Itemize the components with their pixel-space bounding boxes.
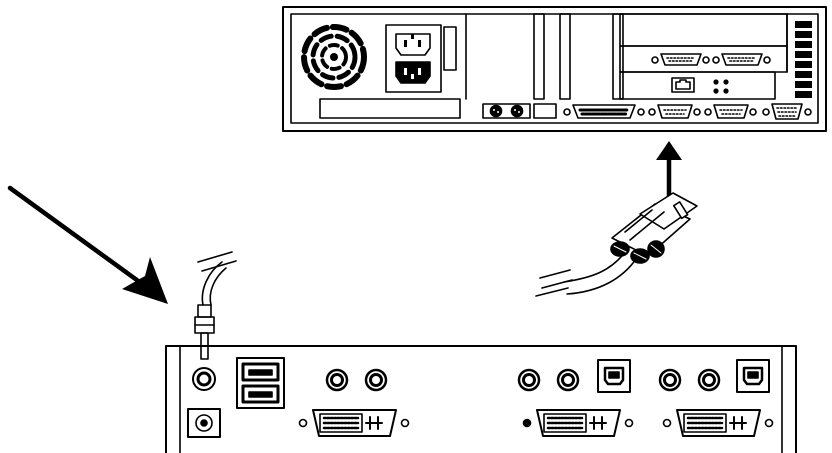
dvi-port-icon — [298, 409, 410, 437]
usb-b-port-icon — [597, 359, 631, 393]
power-outlet-icon — [395, 61, 431, 84]
thumbscrew-icon — [610, 240, 665, 264]
fan-icon — [301, 24, 367, 90]
power-inlet-icon — [395, 33, 431, 56]
parallel-port-icon — [563, 104, 645, 119]
ethernet-port-icon — [671, 77, 729, 94]
up-arrow — [656, 141, 682, 200]
vga-port-icon — [762, 103, 812, 120]
computer-rear-panel — [282, 6, 827, 132]
dvi-port-icon — [662, 409, 774, 437]
video-cable-with-connector — [535, 192, 698, 297]
usb-ports-icon — [236, 357, 285, 409]
diagonal-arrow — [7, 185, 168, 304]
serial-port-icon — [651, 53, 771, 66]
vent-grille-icon — [795, 21, 812, 98]
power-jack-icon — [192, 367, 216, 391]
dc-power-socket-icon — [187, 408, 221, 438]
serial-port-icon — [704, 104, 757, 119]
ps2-ports-icon — [482, 103, 531, 119]
serial-port-icon — [648, 104, 701, 119]
usb-b-port-icon — [736, 359, 770, 393]
power-adapter-plug — [194, 251, 237, 360]
dvi-port-icon — [522, 409, 634, 437]
kvm-switch-rear-panel — [165, 345, 797, 453]
audio-jack-icon — [325, 368, 721, 392]
